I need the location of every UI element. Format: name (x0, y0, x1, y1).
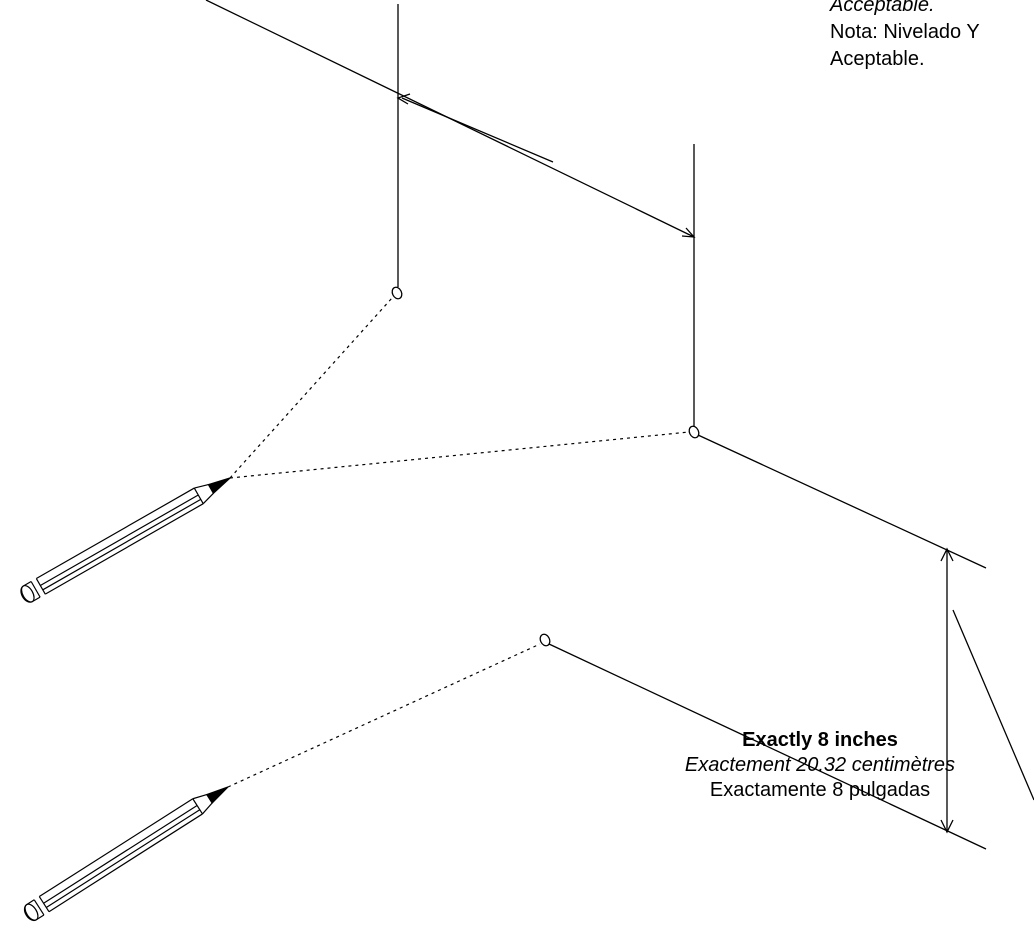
dotted-sight-lines (227, 297, 690, 788)
leader-line (952, 609, 1034, 801)
measurement-french: Exactement 20.32 centimètres (684, 754, 956, 776)
arrowhead-left (396, 93, 411, 105)
reference-line-top-shadow (401, 97, 554, 163)
pencil-icon (20, 477, 231, 603)
level-note: Acceptable. Nota: Nivelado Y Aceptable. (830, 0, 980, 73)
level-line-upper (697, 434, 987, 569)
note-line-spanish-2: Aceptable. (830, 48, 925, 70)
note-line-spanish: Nota: Nivelado Y (830, 21, 980, 43)
arrowhead-right (681, 227, 696, 238)
level-line-lower (548, 643, 987, 850)
measurement-english: Exactly 8 inches (742, 729, 898, 751)
pencil-icon (23, 786, 229, 921)
measurement-spanish: Exactamente 8 pulgadas (709, 779, 931, 801)
mark-point-upper-right (688, 425, 700, 439)
note-line-french: Acceptable. (830, 0, 935, 16)
mark-point-upper-left (391, 286, 403, 300)
mark-point-lower (539, 633, 551, 647)
dimension-arrowhead-bottom (940, 819, 954, 834)
measurement-label: Exactly 8 inches Exactement 20.32 centim… (660, 728, 980, 803)
dimension-arrowhead-top (940, 547, 954, 562)
